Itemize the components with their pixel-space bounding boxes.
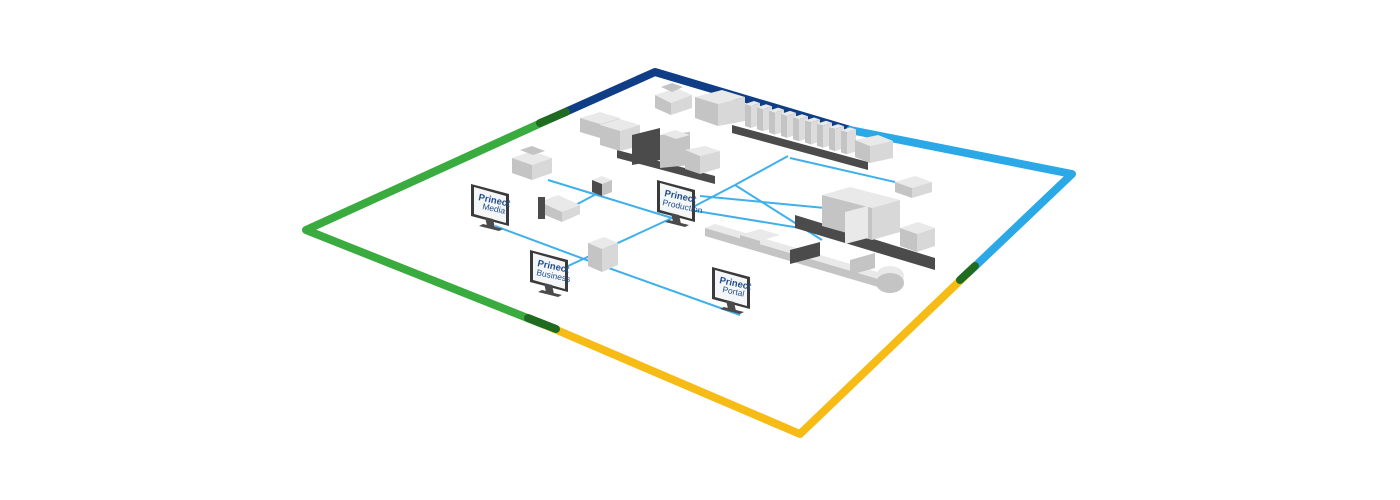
server-tower-icon xyxy=(512,146,552,180)
printing-press-icon xyxy=(580,112,720,184)
monitor-media[interactable]: Prinect Media xyxy=(471,184,512,231)
computer-monitor-icon xyxy=(471,184,509,231)
printing-press-icon xyxy=(795,187,935,270)
computer-monitor-icon xyxy=(657,180,695,227)
monitor-business[interactable]: Prinect Business xyxy=(530,250,571,297)
computer-monitor-icon xyxy=(530,250,568,297)
frame-segment-green xyxy=(302,114,556,329)
frame-segment-blue-light xyxy=(846,126,1076,277)
network-line xyxy=(699,195,826,209)
network-line xyxy=(547,179,673,219)
network-line xyxy=(494,225,593,263)
network-line xyxy=(734,155,789,186)
printing-unit xyxy=(841,127,856,155)
monitor-subtitle: Media xyxy=(482,201,507,216)
saddle-stitcher-icon xyxy=(705,224,905,293)
paper-cutter-icon xyxy=(538,195,580,222)
network-line xyxy=(789,157,896,183)
frame-segment-blue-dark xyxy=(548,68,854,134)
server-tower-icon xyxy=(588,237,618,272)
network-line xyxy=(689,209,801,229)
computer-monitor-icon xyxy=(712,267,750,314)
monitor-portal[interactable]: Prinect Portal xyxy=(712,267,753,314)
frame-joint-top-left xyxy=(536,108,570,127)
frame-joint-bottom-left xyxy=(524,314,560,333)
network-line xyxy=(591,261,741,316)
monitor-production[interactable]: Prinect Production xyxy=(657,180,704,227)
platesetter-icon xyxy=(655,83,692,115)
frame-joint-right xyxy=(956,262,979,284)
folding-machine-icon xyxy=(895,176,932,198)
printing-press-icon xyxy=(695,90,893,170)
platesetter-icon xyxy=(592,176,612,196)
workflow-frame xyxy=(302,68,1076,438)
frame-segment-yellow xyxy=(541,269,972,438)
monitor-subtitle: Portal xyxy=(722,284,746,298)
machines xyxy=(512,83,935,293)
